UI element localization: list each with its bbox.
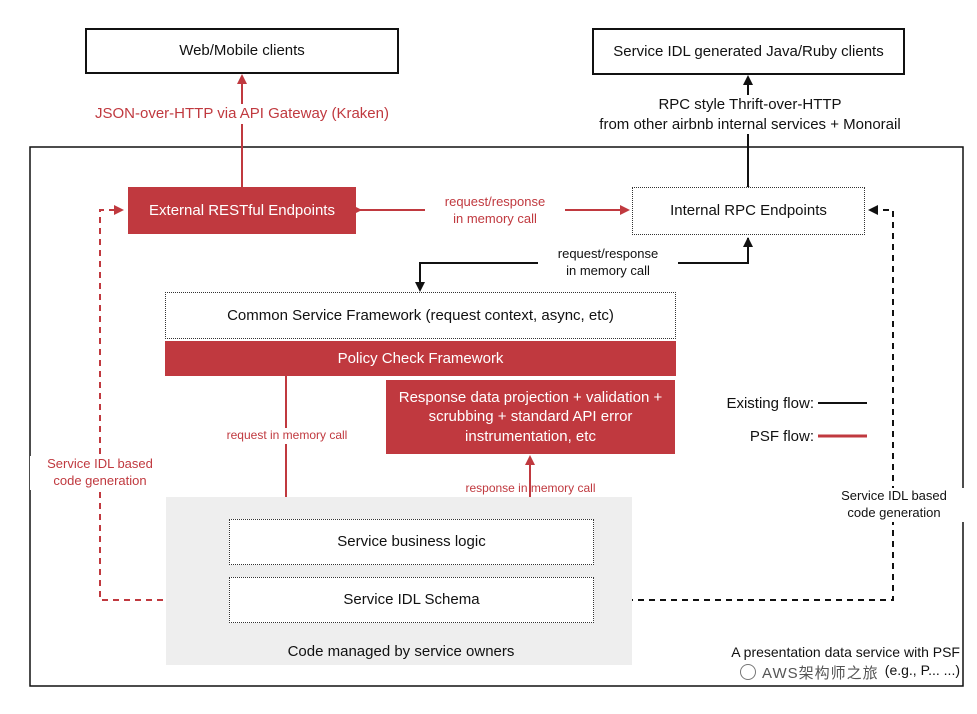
req-resp-mid-label: request/response in memory call [538, 246, 678, 280]
presentation-caption-line1: A presentation data service with PSF [731, 644, 960, 660]
idl-generated-clients-label: Service IDL generated Java/Ruby clients [613, 42, 884, 60]
req-resp-top-line2: in memory call [453, 210, 537, 226]
common-service-framework-label: Common Service Framework (request contex… [227, 306, 614, 324]
idl-codegen-left-line2: code generation [53, 472, 147, 488]
request-in-memory-label: request in memory call [212, 428, 362, 444]
rpc-style-label: RPC style Thrift-over-HTTP from other ai… [560, 95, 940, 134]
legend-psf-label: PSF flow: [749, 428, 814, 445]
service-business-logic-box: Service business logic [229, 519, 594, 565]
code-managed-label: Code managed by service owners [287, 643, 515, 660]
response-projection-box: Response data projection + validation + … [386, 380, 675, 454]
internal-rpc-endpoints-label: Internal RPC Endpoints [670, 202, 827, 220]
idl-codegen-left-line1: Service IDL based [47, 456, 153, 471]
external-restful-endpoints-box: External RESTful Endpoints [128, 187, 356, 234]
policy-check-framework-box: Policy Check Framework [165, 341, 676, 376]
req-resp-top-label: request/response in memory call [425, 194, 565, 228]
response-in-memory-label: response in memory call [465, 481, 596, 495]
req-resp-top-line1: request/response [444, 194, 546, 209]
idl-codegen-right-label: Service IDL based code generation [824, 488, 964, 522]
presentation-caption: A presentation data service with PSF (e.… [660, 643, 960, 679]
watermark-text: AWS架构师之旅 [762, 664, 879, 682]
rpc-style-line2: from other airbnb internal services + Mo… [599, 115, 901, 133]
wechat-icon [740, 664, 756, 680]
internal-rpc-endpoints-box: Internal RPC Endpoints [632, 187, 865, 235]
rpc-style-line1: RPC style Thrift-over-HTTP [658, 96, 842, 113]
external-restful-endpoints-label: External RESTful Endpoints [149, 201, 335, 219]
idl-generated-clients-box: Service IDL generated Java/Ruby clients [592, 28, 905, 75]
presentation-caption-line2: (e.g., P... ...) [884, 662, 960, 679]
idl-codegen-right-line1: Service IDL based [841, 488, 947, 503]
service-idl-schema-box: Service IDL Schema [229, 577, 594, 623]
policy-check-framework-label: Policy Check Framework [337, 349, 504, 367]
legend-existing-label: Existing flow: [726, 395, 814, 412]
req-resp-mid-line1: request/response [557, 246, 659, 261]
web-mobile-clients-box: Web/Mobile clients [85, 28, 399, 74]
idl-codegen-left-arrow [99, 205, 229, 601]
json-over-http-label: JSON-over-HTTP via API Gateway (Kraken) [82, 104, 402, 124]
response-projection-label: Response data projection + validation + … [398, 388, 663, 445]
web-mobile-clients-label: Web/Mobile clients [179, 42, 305, 60]
presentation-service-container [29, 146, 964, 687]
req-resp-mid-line2: in memory call [566, 262, 650, 278]
common-service-framework-box: Common Service Framework (request contex… [165, 292, 676, 339]
idl-codegen-left-label: Service IDL based code generation [30, 456, 170, 490]
idl-codegen-right-line2: code generation [847, 504, 941, 520]
service-idl-schema-label: Service IDL Schema [343, 591, 480, 609]
service-business-logic-label: Service business logic [337, 533, 486, 551]
watermark: AWS架构师之旅 [740, 661, 955, 683]
